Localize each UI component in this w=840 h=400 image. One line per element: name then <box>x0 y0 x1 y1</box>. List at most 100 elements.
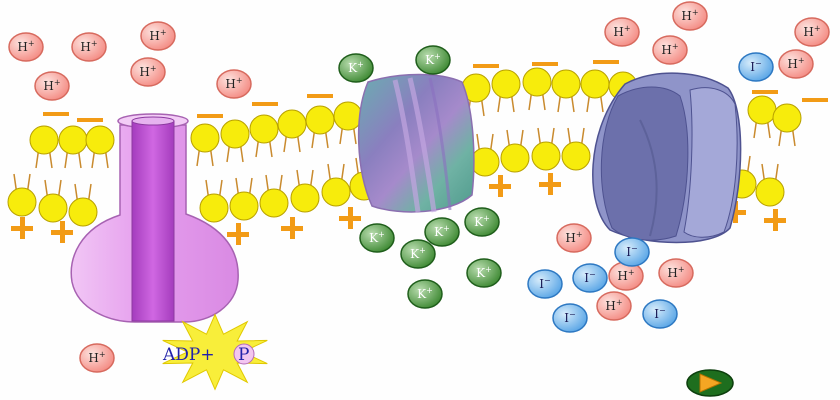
svg-text:K+: K+ <box>369 230 385 245</box>
proton-ion-icon: H+ <box>130 57 166 87</box>
potassium-ion-icon: K+ <box>400 239 436 269</box>
svg-text:I−: I− <box>626 244 637 259</box>
phospholipid-head <box>7 187 37 217</box>
positive-charge-icon <box>51 221 73 243</box>
membrane-charges <box>11 60 828 245</box>
svg-text:H+: H+ <box>43 78 60 93</box>
phospholipid-head <box>470 147 500 177</box>
svg-text:H+: H+ <box>149 28 166 43</box>
proton-ion-icon: H+ <box>34 71 70 101</box>
svg-text:K+: K+ <box>434 224 450 239</box>
phospholipid-head <box>305 105 335 135</box>
svg-text:K+: K+ <box>474 214 490 229</box>
phospholipid-head <box>561 141 591 171</box>
atp-hydrolysis-burst: ADP+ P <box>162 313 268 391</box>
proton-ion-icon: H+ <box>8 32 44 62</box>
play-triangle-icon <box>699 373 723 393</box>
phospholipid-head <box>333 101 363 131</box>
potassium-ion-icon: K+ <box>424 217 460 247</box>
phospholipid-head <box>229 191 259 221</box>
proton-ion-icon: H+ <box>596 291 632 321</box>
proton-ion-icon: H+ <box>71 32 107 62</box>
phospholipid-head <box>772 103 802 133</box>
svg-text:H+: H+ <box>787 56 804 71</box>
channel-stripes <box>392 77 437 213</box>
phospholipid-head <box>29 125 59 155</box>
potassium-ion-icon: K+ <box>464 207 500 237</box>
proton-pump <box>70 113 239 323</box>
svg-text:I−: I− <box>654 306 665 321</box>
svg-text:I−: I− <box>750 59 761 74</box>
proton-ion-icon: H+ <box>778 49 814 79</box>
negative-charge-icon <box>307 94 333 98</box>
phospholipid-head <box>277 109 307 139</box>
proton-ion-icon: H+ <box>794 17 830 47</box>
phospholipid-head <box>38 193 68 223</box>
phospholipid-head <box>755 177 785 207</box>
iodide-ion-icon: I− <box>552 303 588 333</box>
svg-text:H+: H+ <box>139 64 156 79</box>
phospholipid-head <box>491 69 521 99</box>
negative-charge-icon <box>77 118 103 122</box>
svg-text:H+: H+ <box>667 265 684 280</box>
adp-label: ADP+ <box>162 345 215 365</box>
svg-text:P: P <box>238 345 249 365</box>
svg-text:H+: H+ <box>88 350 105 365</box>
svg-text:I−: I− <box>539 276 550 291</box>
negative-charge-icon <box>473 64 499 68</box>
positive-charge-icon <box>339 207 361 229</box>
phospholipid-head <box>249 114 279 144</box>
svg-text:H+: H+ <box>225 76 242 91</box>
svg-text:K+: K+ <box>410 246 426 261</box>
positive-charge-icon <box>489 175 511 197</box>
proton-ion-icon: H+ <box>556 223 592 253</box>
positive-charge-icon <box>281 217 303 239</box>
phospholipid-head <box>190 123 220 153</box>
proton-ion-icon: H+ <box>652 35 688 65</box>
ions: H+ H+ H+ H+ H+ H+ H+ H+ H+ H+ H+ H+ H+ H+ H+ H+ K+ K+ K+ K+… <box>8 1 830 373</box>
svg-text:K+: K+ <box>417 286 433 301</box>
positive-charge-icon <box>227 223 249 245</box>
svg-text:H+: H+ <box>613 24 630 39</box>
phospholipid-head <box>321 177 351 207</box>
phospholipid-head <box>220 119 250 149</box>
play-button[interactable] <box>686 369 734 397</box>
positive-charge-icon <box>724 201 746 223</box>
phospholipid-head <box>522 67 552 97</box>
phospholipid-head <box>85 125 115 155</box>
svg-text:H+: H+ <box>605 298 622 313</box>
negative-charge-icon <box>43 112 69 116</box>
transporter-left-lobe <box>600 86 689 241</box>
svg-text:H+: H+ <box>803 24 820 39</box>
pump-channel-core <box>131 120 175 322</box>
phospholipid-head <box>68 197 98 227</box>
potassium-ion-icon: K+ <box>407 279 443 309</box>
phospholipid-head <box>199 193 229 223</box>
negative-charge-icon <box>532 62 558 66</box>
potassium-ion-icon: K+ <box>466 258 502 288</box>
phospholipid-head <box>551 69 581 99</box>
energy-spark-icon <box>162 313 268 391</box>
proton-ion-icon: H+ <box>672 1 708 31</box>
svg-text:H+: H+ <box>617 268 634 283</box>
proton-ion-icon: H+ <box>216 69 252 99</box>
phospholipid-head <box>747 95 777 125</box>
svg-text:K+: K+ <box>348 60 364 75</box>
iodide-transporter <box>592 72 742 244</box>
potassium-ion-icon: K+ <box>415 45 451 75</box>
phospholipid-head <box>580 69 610 99</box>
positive-charge-icon <box>539 173 561 195</box>
proton-ion-icon: H+ <box>604 17 640 47</box>
proton-ion-icon: H+ <box>79 343 115 373</box>
svg-text:H+: H+ <box>80 39 97 54</box>
transporter-right-lobe <box>683 87 738 238</box>
phospholipid-heads <box>7 67 802 227</box>
negative-charge-icon <box>252 102 278 106</box>
positive-charge-icon <box>764 209 786 231</box>
svg-text:K+: K+ <box>425 52 441 67</box>
proton-ion-icon: H+ <box>658 258 694 288</box>
svg-text:I−: I− <box>584 270 595 285</box>
negative-charge-icon <box>752 90 778 94</box>
